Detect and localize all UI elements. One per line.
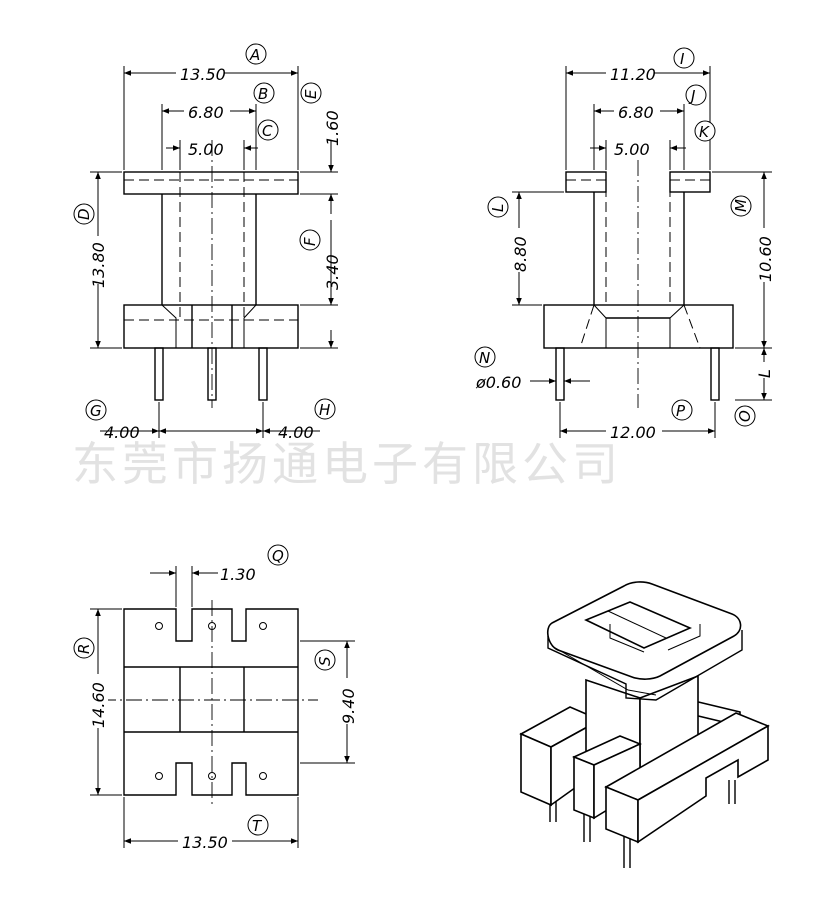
dim-t-value: 13.50 bbox=[182, 833, 228, 852]
label-b: B bbox=[258, 85, 268, 103]
dim-l-value: 8.80 bbox=[511, 236, 530, 272]
label-c: C bbox=[262, 122, 273, 140]
dim-s-value: 9.40 bbox=[339, 688, 358, 724]
isometric-view bbox=[519, 581, 770, 868]
dim-q-value: 1.30 bbox=[220, 565, 256, 584]
company-watermark: 东莞市扬通电子有限公司 bbox=[72, 437, 622, 491]
label-d: D bbox=[75, 208, 93, 220]
label-a: A bbox=[249, 46, 260, 64]
label-p: P bbox=[676, 402, 686, 420]
pin-length-letter: L bbox=[755, 369, 774, 378]
dim-c-value: 5.00 bbox=[188, 140, 224, 159]
label-e: E bbox=[302, 89, 320, 99]
label-o: O bbox=[736, 410, 754, 422]
label-g: G bbox=[90, 402, 102, 420]
dim-r-value: 14.60 bbox=[89, 682, 108, 728]
label-r: R bbox=[75, 644, 93, 654]
label-i: I bbox=[680, 50, 685, 68]
front-view: 13.50 A 6.80 B 5.00 C 13.80 D 1.60 bbox=[73, 43, 342, 442]
dim-e-value: 1.60 bbox=[323, 110, 342, 146]
dim-m-value: 10.60 bbox=[756, 236, 775, 282]
dim-g-value: 4.00 bbox=[104, 423, 140, 442]
dim-f-value: 3.40 bbox=[323, 254, 342, 290]
label-q: Q bbox=[272, 547, 284, 565]
dim-h-value: 4.00 bbox=[278, 423, 314, 442]
dim-n-value: ø0.60 bbox=[475, 373, 521, 392]
dim-b-value: 6.80 bbox=[188, 103, 224, 122]
dim-k-value: 5.00 bbox=[614, 140, 650, 159]
label-k: K bbox=[699, 123, 710, 141]
dim-j-value: 6.80 bbox=[618, 103, 654, 122]
label-m: M bbox=[732, 199, 750, 212]
label-t: T bbox=[252, 817, 263, 835]
label-f: F bbox=[301, 237, 319, 246]
side-view: 11.20 I 6.80 J 5.00 K 8.80 L 10.60 bbox=[474, 47, 775, 442]
label-j: J bbox=[688, 87, 695, 105]
bottom-view: 1.30 Q 14.60 R 9.40 S 13.50 T bbox=[73, 544, 358, 852]
label-s: S bbox=[316, 656, 334, 666]
label-l: L bbox=[489, 204, 507, 212]
dim-i-value: 11.20 bbox=[610, 65, 656, 84]
dim-a-value: 13.50 bbox=[180, 65, 226, 84]
label-h: H bbox=[319, 401, 330, 419]
dim-p-value: 12.00 bbox=[610, 423, 656, 442]
label-n: N bbox=[479, 349, 490, 367]
dim-d-value: 13.80 bbox=[89, 242, 108, 288]
